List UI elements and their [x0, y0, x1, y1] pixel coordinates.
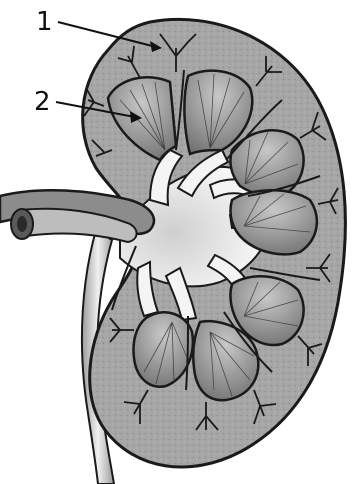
pyramid: [230, 130, 303, 196]
label-1: 1: [36, 7, 53, 37]
renal-artery-lumen: [17, 216, 27, 232]
label-2: 2: [34, 87, 51, 117]
